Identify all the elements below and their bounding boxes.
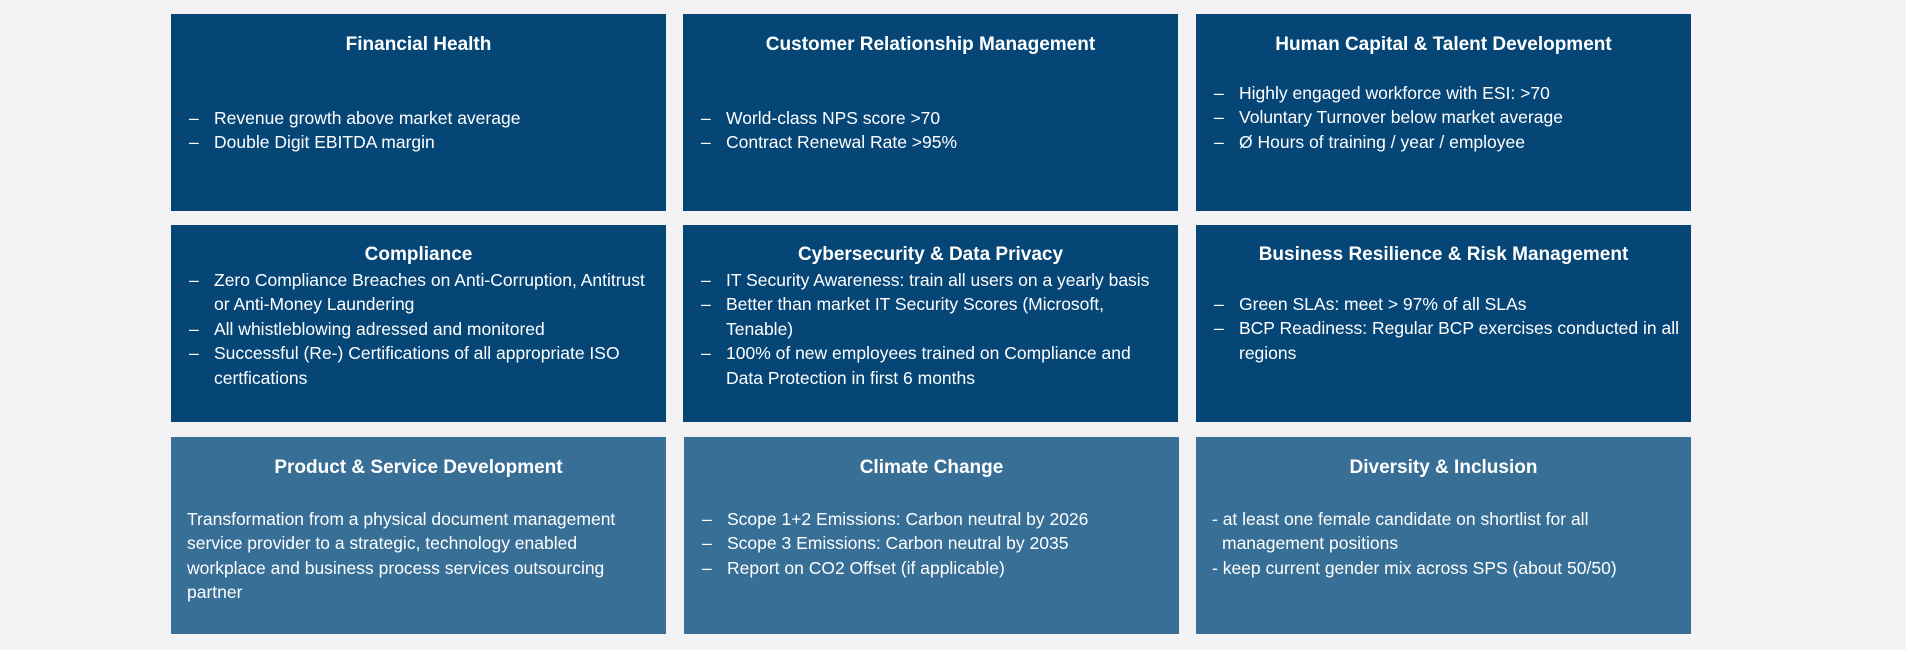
item-text: Better than market IT Security Scores (M… (726, 294, 1104, 339)
card-financial-health: Financial Health –Revenue growth above m… (171, 14, 666, 211)
card-product-service: Product & Service Development Transforma… (171, 437, 666, 634)
card-title: Human Capital & Talent Development (1275, 34, 1612, 55)
dash-bullet-icon: – (701, 343, 711, 364)
list-item: –Contract Renewal Rate >95% (699, 130, 1166, 154)
dash-bullet-icon: – (1214, 131, 1224, 152)
item-text: Scope 1+2 Emissions: Carbon neutral by 2… (727, 509, 1089, 529)
list-item: –Scope 1+2 Emissions: Carbon neutral by … (700, 507, 1167, 531)
list-item: –Ø Hours of training / year / employee (1212, 130, 1679, 154)
list-item: –BCP Readiness: Regular BCP exercises co… (1212, 316, 1679, 365)
list-item: - keep current gender mix across SPS (ab… (1212, 557, 1617, 578)
item-text: Green SLAs: meet > 97% of all SLAs (1239, 294, 1527, 314)
dash-bullet-icon: – (189, 270, 199, 290)
card-body-text: Transformation from a physical document … (187, 509, 616, 603)
dash-bullet-icon: – (1214, 294, 1224, 314)
dash-bullet-icon: – (701, 294, 711, 315)
dash-bullet-icon: – (701, 108, 711, 128)
list-item: –Better than market IT Security Scores (… (699, 292, 1166, 341)
list-item: –All whistleblowing adressed and monitor… (187, 317, 654, 341)
item-text: All whistleblowing adressed and monitore… (214, 318, 545, 339)
list-item: –World-class NPS score >70 (699, 106, 1166, 130)
card-title: Cybersecurity & Data Privacy (797, 244, 1064, 265)
bullet-list: –Zero Compliance Breaches on Anti-Corrup… (187, 268, 654, 390)
card-title: Financial Health (345, 34, 492, 55)
item-text: Voluntary Turnover below market average (1239, 107, 1563, 128)
card-cybersecurity: Cybersecurity & Data Privacy –IT Securit… (683, 225, 1178, 422)
list-item: –Successful (Re-) Certifications of all … (187, 341, 654, 390)
bullet-list: –World-class NPS score >70 –Contract Ren… (699, 106, 1166, 155)
item-text: Contract Renewal Rate >95% (726, 132, 958, 153)
item-text: World-class NPS score >70 (726, 108, 941, 128)
bullet-list: –Revenue growth above market average –Do… (187, 106, 654, 155)
card-title: Business Resilience & Risk Management (1258, 244, 1629, 265)
item-text: Revenue growth above market average (214, 108, 521, 128)
bullet-list: –IT Security Awareness: train all users … (699, 268, 1166, 390)
bullet-list: –Highly engaged workforce with ESI: >70 … (1212, 81, 1679, 154)
item-text: BCP Readiness: Regular BCP exercises con… (1239, 318, 1680, 363)
card-title: Climate Change (859, 457, 1004, 478)
item-text: Double Digit EBITDA margin (214, 132, 435, 153)
list-item: –100% of new employees trained on Compli… (699, 341, 1166, 390)
item-text: Highly engaged workforce with ESI: >70 (1239, 83, 1550, 103)
item-text: Successful (Re-) Certifications of all a… (214, 343, 620, 388)
item-text: Zero Compliance Breaches on Anti-Corrupt… (214, 270, 645, 315)
dash-bullet-icon: – (189, 343, 199, 364)
dash-bullet-icon: – (189, 108, 199, 128)
hyphen-list: - at least one female candidate on short… (1212, 507, 1677, 580)
list-item: –Zero Compliance Breaches on Anti-Corrup… (187, 268, 654, 317)
list-item: - at least one female candidate on short… (1212, 509, 1589, 554)
dash-bullet-icon: – (702, 557, 712, 578)
dash-bullet-icon: – (1214, 107, 1224, 128)
item-text: IT Security Awareness: train all users o… (726, 270, 1150, 290)
dash-bullet-icon: – (189, 132, 199, 153)
list-item: –Report on CO2 Offset (if applicable) (700, 556, 1167, 580)
card-diversity-inclusion: Diversity & Inclusion - at least one fem… (1196, 437, 1691, 634)
list-item: –Voluntary Turnover below market average (1212, 105, 1679, 129)
card-compliance: Compliance –Zero Compliance Breaches on … (171, 225, 666, 422)
item-text: 100% of new employees trained on Complia… (726, 343, 1131, 388)
dash-bullet-icon: – (1214, 318, 1224, 339)
list-item: –Highly engaged workforce with ESI: >70 (1212, 81, 1679, 105)
dash-bullet-icon: – (702, 533, 712, 554)
card-title: Diversity & Inclusion (1349, 457, 1538, 478)
dash-bullet-icon: – (189, 318, 199, 339)
dash-bullet-icon: – (1214, 83, 1224, 103)
dash-bullet-icon: – (701, 270, 711, 290)
card-title: Compliance (364, 244, 473, 265)
item-text: Ø Hours of training / year / employee (1239, 131, 1525, 152)
dash-bullet-icon: – (702, 509, 712, 529)
list-item: –IT Security Awareness: train all users … (699, 268, 1166, 292)
card-business-resilience: Business Resilience & Risk Management –G… (1196, 225, 1691, 422)
dash-bullet-icon: – (701, 132, 711, 153)
card-human-capital: Human Capital & Talent Development –High… (1196, 14, 1691, 211)
card-customer-relationship: Customer Relationship Management –World-… (683, 14, 1178, 211)
list-item: –Green SLAs: meet > 97% of all SLAs (1212, 292, 1679, 316)
item-text: Report on CO2 Offset (if applicable) (727, 557, 1005, 578)
list-item: –Double Digit EBITDA margin (187, 130, 654, 154)
bullet-list: –Green SLAs: meet > 97% of all SLAs –BCP… (1212, 292, 1679, 365)
list-item: –Scope 3 Emissions: Carbon neutral by 20… (700, 531, 1167, 555)
item-text: Scope 3 Emissions: Carbon neutral by 203… (727, 533, 1069, 554)
card-title: Product & Service Development (274, 457, 563, 478)
bullet-list: –Scope 1+2 Emissions: Carbon neutral by … (700, 507, 1167, 580)
list-item: –Revenue growth above market average (187, 106, 654, 130)
card-climate-change: Climate Change –Scope 1+2 Emissions: Car… (684, 437, 1179, 634)
card-title: Customer Relationship Management (765, 34, 1096, 55)
